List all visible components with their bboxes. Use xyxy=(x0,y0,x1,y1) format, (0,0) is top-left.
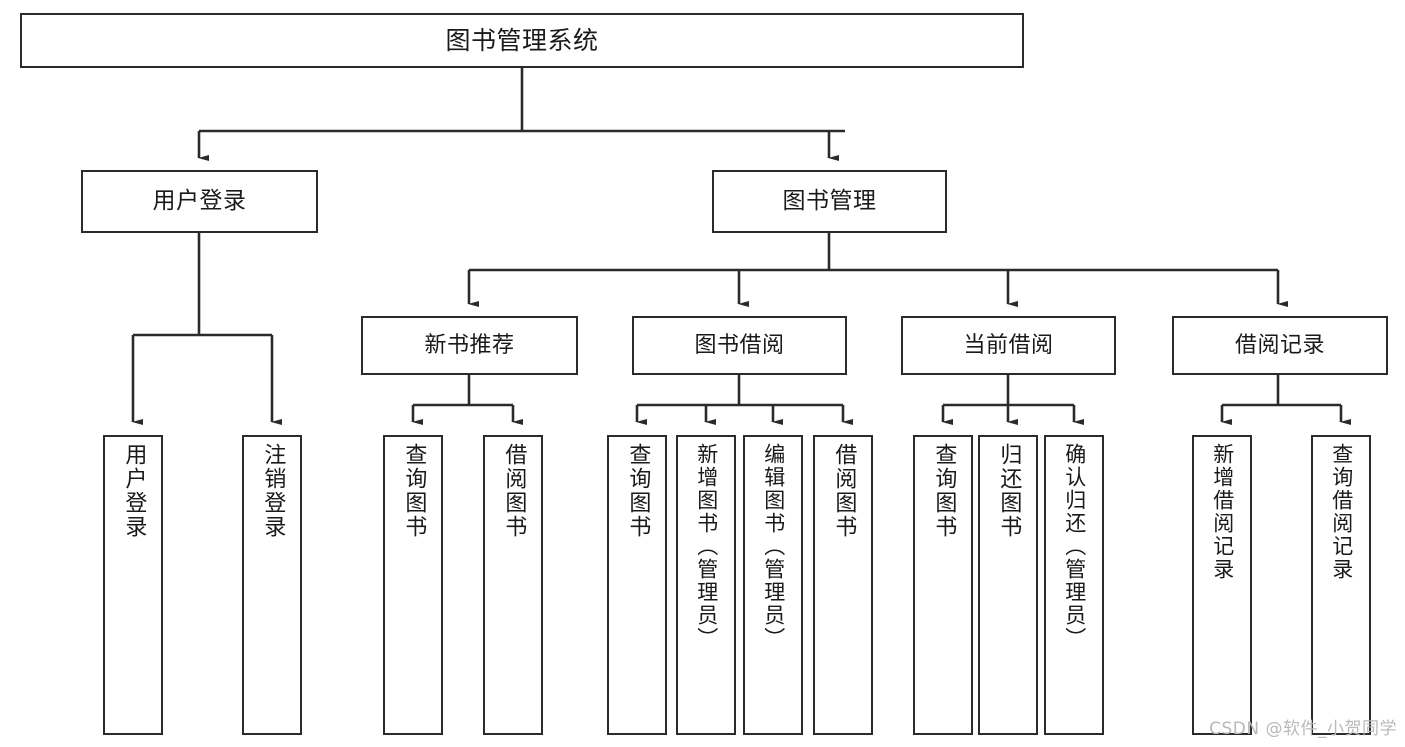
node-label: 当前借阅 xyxy=(963,332,1054,358)
node-label: 用户登录 xyxy=(152,187,247,214)
node-borrow-record[interactable]: 借阅记录 xyxy=(1172,316,1388,375)
leaf-query-book-current[interactable]: 查询图书 xyxy=(913,435,973,735)
node-book-borrow[interactable]: 图书借阅 xyxy=(632,316,847,375)
leaf-add-book-admin[interactable]: 新增图书（管理员） xyxy=(676,435,736,735)
node-label: 新书推荐 xyxy=(424,332,515,358)
node-label: 图书管理 xyxy=(782,187,877,214)
node-label: 新增图书（管理员） xyxy=(694,443,719,650)
node-label: 借阅图书 xyxy=(501,443,527,539)
leaf-query-book-recommend[interactable]: 查询图书 xyxy=(383,435,443,735)
node-current-borrow[interactable]: 当前借阅 xyxy=(901,316,1116,375)
leaf-borrow-book-recommend[interactable]: 借阅图书 xyxy=(483,435,543,735)
leaf-add-borrow-record[interactable]: 新增借阅记录 xyxy=(1192,435,1252,735)
node-new-book-recommend[interactable]: 新书推荐 xyxy=(361,316,578,375)
node-label: 借阅记录 xyxy=(1234,332,1325,358)
node-label: 用户登录 xyxy=(121,443,147,539)
node-label: 编辑图书（管理员） xyxy=(761,443,786,650)
node-label: 查询图书 xyxy=(625,443,651,539)
node-label: 查询图书 xyxy=(401,443,427,539)
node-label: 图书管理系统 xyxy=(445,25,599,55)
leaf-logout[interactable]: 注销登录 xyxy=(242,435,302,735)
leaf-edit-book-admin[interactable]: 编辑图书（管理员） xyxy=(743,435,803,735)
node-label: 查询借阅记录 xyxy=(1329,443,1354,581)
node-label: 注销登录 xyxy=(260,443,286,539)
node-label: 图书借阅 xyxy=(694,332,785,358)
node-root-book-management-system[interactable]: 图书管理系统 xyxy=(20,13,1024,68)
node-label: 归还图书 xyxy=(996,443,1022,539)
leaf-borrow-book[interactable]: 借阅图书 xyxy=(813,435,873,735)
leaf-return-book[interactable]: 归还图书 xyxy=(978,435,1038,735)
leaf-confirm-return-admin[interactable]: 确认归还（管理员） xyxy=(1044,435,1104,735)
node-label: 查询图书 xyxy=(931,443,957,539)
node-book-management[interactable]: 图书管理 xyxy=(712,170,947,233)
leaf-query-book-borrow[interactable]: 查询图书 xyxy=(607,435,667,735)
node-label: 确认归还（管理员） xyxy=(1062,443,1087,650)
node-label: 借阅图书 xyxy=(831,443,857,539)
leaf-query-borrow-record[interactable]: 查询借阅记录 xyxy=(1311,435,1371,735)
watermark: CSDN @软件_小贺同学 xyxy=(1209,719,1397,739)
leaf-user-login[interactable]: 用户登录 xyxy=(103,435,163,735)
node-user-login[interactable]: 用户登录 xyxy=(81,170,318,233)
node-label: 新增借阅记录 xyxy=(1210,443,1235,581)
